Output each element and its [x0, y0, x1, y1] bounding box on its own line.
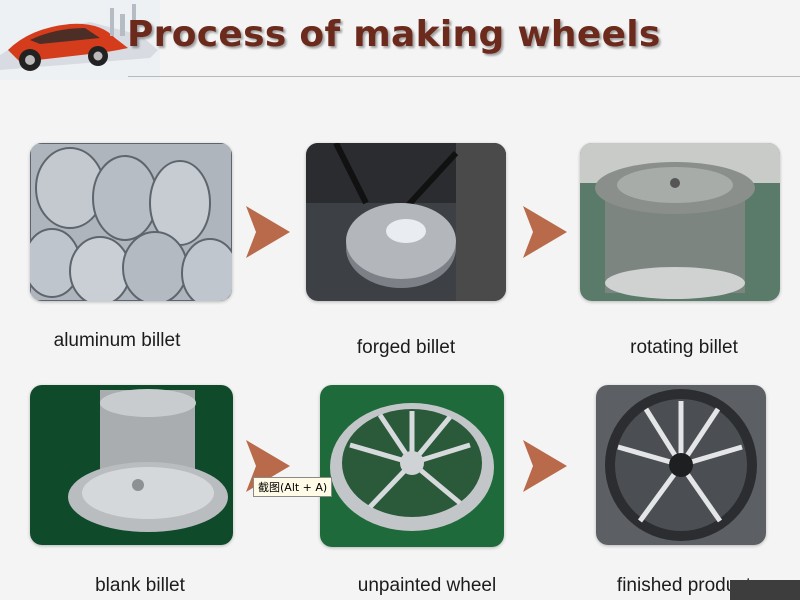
- rotating-billet-image: [580, 143, 780, 301]
- step-label-rotating-billet: rotating billet: [574, 337, 794, 359]
- arrow-right-icon: [523, 206, 567, 258]
- blank-billet-image: [30, 385, 233, 545]
- step-label-aluminum-billet: aluminum billet: [7, 330, 227, 352]
- screenshot-tooltip: 截图(Alt + A): [253, 477, 332, 497]
- header-divider: [128, 76, 800, 77]
- step-label-blank-billet: blank billet: [30, 575, 250, 597]
- arrow-right-icon: [523, 440, 567, 492]
- forged-billet-image: [306, 143, 506, 301]
- arrow-right-icon: [246, 206, 290, 258]
- step-label-forged-billet: forged billet: [296, 337, 516, 359]
- taskbar-fragment: [730, 580, 800, 600]
- unpainted-wheel-image: [320, 385, 504, 547]
- finished-product-image: [596, 385, 766, 545]
- aluminum-billet-image: [30, 143, 232, 301]
- step-label-unpainted-wheel: unpainted wheel: [317, 575, 537, 597]
- page-title: Process of making wheels: [127, 14, 661, 55]
